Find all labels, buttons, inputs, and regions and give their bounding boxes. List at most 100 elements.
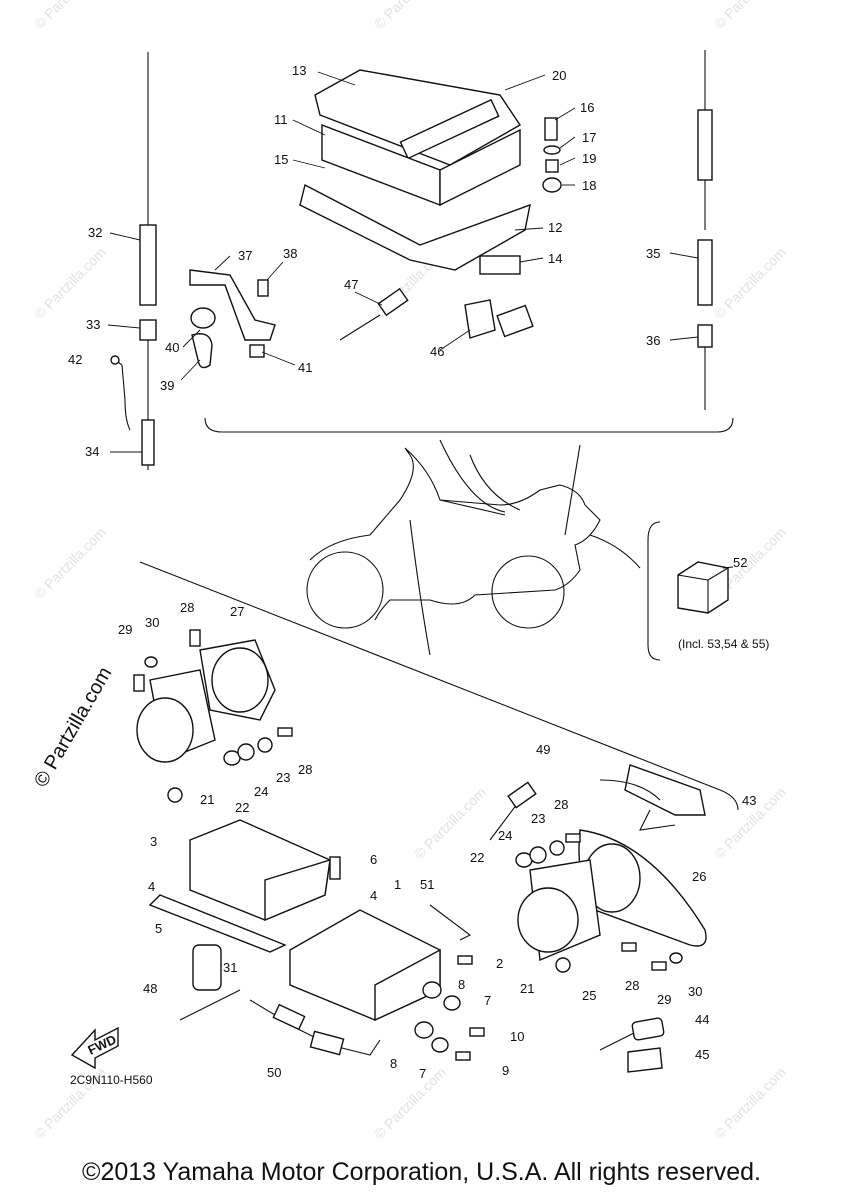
callout-16: 16 [580,100,594,115]
copyright-footer: ©2013 Yamaha Motor Corporation, U.S.A. A… [82,1158,761,1186]
amplifier-unit [148,819,341,953]
callout-38: 38 [283,246,297,261]
callout-24: 24 [498,828,512,843]
callout-28: 28 [625,978,639,993]
callout-43: 43 [742,793,756,808]
callout-41: 41 [298,360,312,375]
audio-unit [289,904,472,1022]
callout-45: 45 [695,1047,709,1062]
callout-2: 2 [496,956,503,971]
callout-18: 18 [582,178,596,193]
kit-includes-note: (Incl. 53,54 & 55) [678,637,770,651]
callout-22: 22 [470,850,484,865]
callout-29: 29 [657,992,671,1007]
speaker-right [517,829,707,962]
watermark: © Partzilla.com [711,1064,789,1142]
callout-9: 9 [502,1063,509,1078]
callout-19: 19 [582,151,596,166]
watermark: © Partzilla.com [711,244,789,322]
callout-21: 21 [200,792,214,807]
callout-30: 30 [145,615,159,630]
callout-31: 31 [223,960,237,975]
callout-40: 40 [165,340,179,355]
callout-22: 22 [235,800,249,815]
callout-32: 32 [88,225,102,240]
callout-8: 8 [458,977,465,992]
callout-49: 49 [536,742,550,757]
callout-51: 51 [420,877,434,892]
callout-34: 34 [85,444,99,459]
fasteners-right [515,833,683,973]
kit-box [677,561,729,614]
callout-4: 4 [148,879,155,894]
diagram-code: 2C9N110-H560 [70,1073,153,1087]
watermark: © Partzilla.com [31,0,109,32]
upper-group-bracket [204,417,734,433]
callout-25: 25 [582,988,596,1003]
callout-14: 14 [548,251,562,266]
leader-lines [107,71,734,569]
callout-46: 46 [430,344,444,359]
fasteners-16-19 [542,117,562,193]
callout-42: 42 [68,352,82,367]
callout-20: 20 [552,68,566,83]
fasteners-left [133,629,293,803]
callout-28: 28 [554,797,568,812]
callout-28: 28 [180,600,194,615]
callout-52: 52 [733,555,747,570]
callout-28: 28 [298,762,312,777]
motorcycle-outline [306,447,601,629]
antenna-bracket [189,269,276,369]
callout-7: 7 [484,993,491,1008]
callout-35: 35 [646,246,660,261]
callout-39: 39 [160,378,174,393]
antenna-left [110,52,157,470]
callout-7: 7 [419,1066,426,1081]
watermark: © Partzilla.com [371,0,449,32]
callout-26: 26 [692,869,706,884]
callout-10: 10 [510,1029,524,1044]
watermark: © Partzilla.com [31,524,109,602]
antenna-right [697,50,713,410]
callout-6: 6 [370,852,377,867]
callout-1: 1 [394,877,401,892]
callout-48: 48 [143,981,157,996]
callout-13: 13 [292,63,306,78]
callout-5: 5 [155,921,162,936]
speaker-left [136,639,276,763]
callout-27: 27 [230,604,244,619]
watermark: © Partzilla.com [371,1064,449,1142]
forward-arrow-icon: FWD [70,1026,119,1070]
cables-48-50 [179,944,381,1056]
callout-47: 47 [344,277,358,292]
callout-29: 29 [118,622,132,637]
callout-30: 30 [688,984,702,999]
callout-33: 33 [86,317,100,332]
kit-bracket [647,521,661,661]
callout-8: 8 [390,1056,397,1071]
callout-24: 24 [254,784,268,799]
watermark: © Partzilla.com [31,244,109,322]
callout-37: 37 [238,248,252,263]
callout-17: 17 [582,130,596,145]
connectors-46-47 [339,287,534,341]
watermark: © Partzilla.com [711,0,789,32]
callout-50: 50 [267,1065,281,1080]
callout-15: 15 [274,152,288,167]
components-43-49 [489,764,706,1073]
callout-23: 23 [276,770,290,785]
callout-3: 3 [150,834,157,849]
callout-12: 12 [548,220,562,235]
callouts: 13 20 11 15 16 17 19 18 12 14 32 33 42 3… [68,63,756,1081]
fasteners-unit [414,955,485,1061]
pointer-lines [409,439,641,656]
callout-23: 23 [531,811,545,826]
callout-36: 36 [646,333,660,348]
callout-11: 11 [274,112,288,127]
lower-group-bracket [139,561,739,811]
callout-21: 21 [520,981,534,996]
callout-44: 44 [695,1012,709,1027]
callout-4: 4 [370,888,377,903]
cb-unit-assembly [299,69,531,275]
